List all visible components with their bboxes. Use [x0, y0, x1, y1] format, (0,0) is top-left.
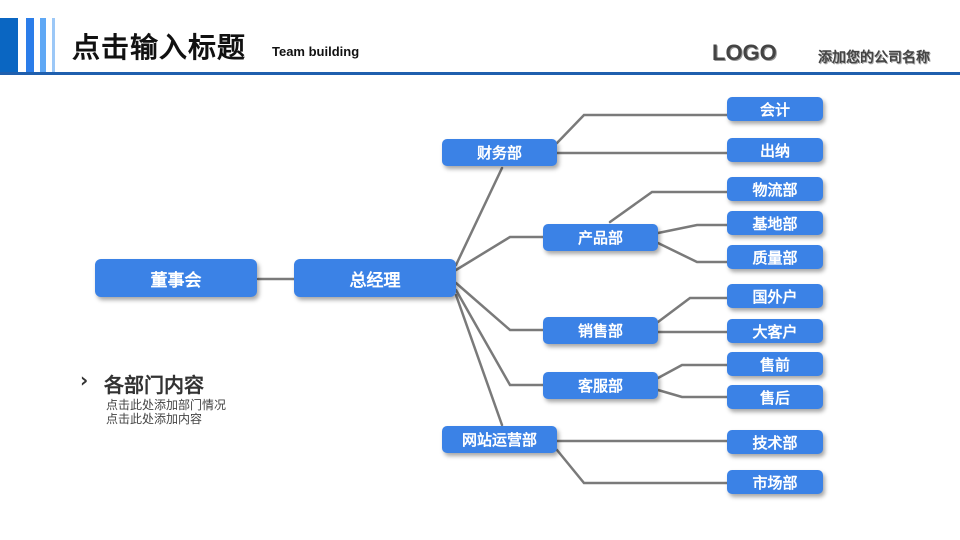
- connector-product-quality: [656, 241, 729, 264]
- chevron-right-icon: ›: [80, 368, 89, 392]
- header-divider: [0, 72, 960, 75]
- company-name[interactable]: 添加您的公司名称: [818, 50, 930, 66]
- connector-product-logistics: [608, 190, 729, 224]
- org-node-tech[interactable]: 技术部: [727, 430, 823, 454]
- header-accent-bar: [52, 18, 55, 74]
- connector-product-base: [656, 223, 729, 235]
- connector-gm-sales: [454, 281, 545, 332]
- header-accent-bar: [0, 18, 18, 74]
- connector-service-aftersale: [656, 388, 729, 399]
- page-subtitle[interactable]: Team building: [272, 44, 360, 59]
- org-node-finance[interactable]: 财务部: [442, 139, 557, 166]
- section-text[interactable]: 点击此处添加部门情况: [106, 398, 227, 412]
- org-node-sales[interactable]: 销售部: [543, 317, 658, 344]
- org-node-cashier[interactable]: 出纳: [727, 138, 823, 162]
- org-node-general-manager[interactable]: 总经理: [294, 259, 456, 297]
- page-title[interactable]: 点击输入标题: [72, 31, 247, 64]
- connector-finance-accounting: [555, 113, 729, 145]
- section-title[interactable]: 各部门内容: [104, 373, 204, 397]
- org-node-website[interactable]: 网站运营部: [442, 426, 557, 453]
- org-node-accounting[interactable]: 会计: [727, 97, 823, 121]
- org-node-presale[interactable]: 售前: [727, 352, 823, 376]
- org-node-foreign-clients[interactable]: 国外户: [727, 284, 823, 308]
- connector-gm-website: [454, 293, 504, 427]
- org-node-board[interactable]: 董事会: [95, 259, 257, 297]
- org-node-service[interactable]: 客服部: [543, 372, 658, 399]
- org-node-quality[interactable]: 质量部: [727, 245, 823, 269]
- connector-sales-foreign: [656, 296, 729, 324]
- connector-service-presale: [656, 363, 729, 380]
- org-node-logistics[interactable]: 物流部: [727, 177, 823, 201]
- connector-gm-finance: [454, 166, 504, 267]
- org-node-major-clients[interactable]: 大客户: [727, 319, 823, 343]
- logo[interactable]: LOGO: [712, 40, 777, 65]
- connector-gm-service: [454, 288, 545, 387]
- header-accent-bar: [40, 18, 46, 74]
- header-accent-bar: [26, 18, 34, 74]
- org-node-base[interactable]: 基地部: [727, 211, 823, 235]
- connector-gm-product: [454, 235, 545, 272]
- connector-website-market: [555, 448, 729, 485]
- org-node-market[interactable]: 市场部: [727, 470, 823, 494]
- section-text[interactable]: 点击此处添加内容: [106, 412, 203, 426]
- org-node-aftersale[interactable]: 售后: [727, 385, 823, 409]
- org-node-product[interactable]: 产品部: [543, 224, 658, 251]
